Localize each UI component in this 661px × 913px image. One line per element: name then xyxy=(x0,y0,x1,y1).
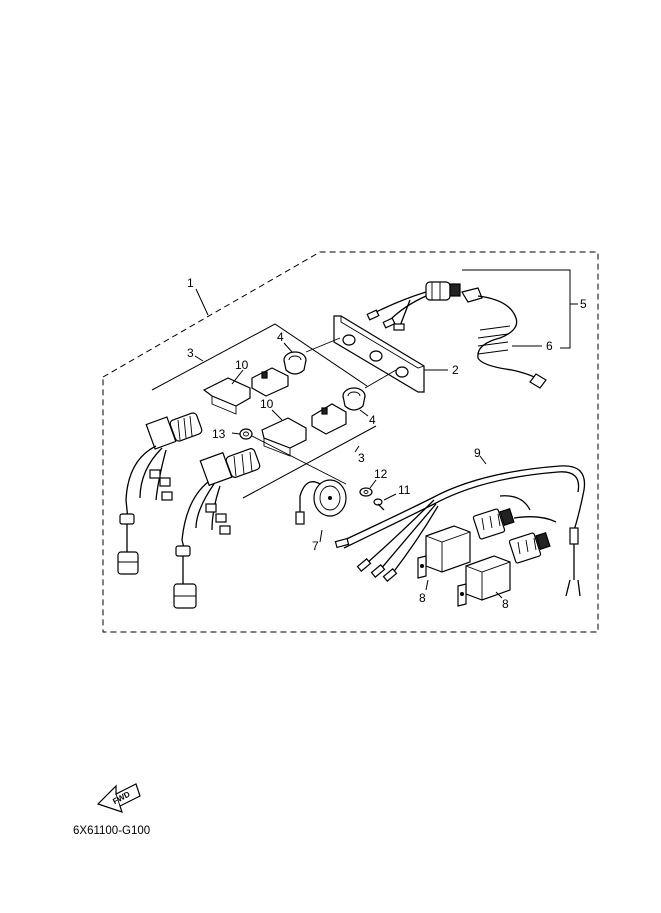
callout-9: 9 xyxy=(474,446,481,460)
nut-axis xyxy=(251,435,347,485)
hole-link-2 xyxy=(364,369,397,389)
leader-10b xyxy=(271,409,283,421)
washer-12 xyxy=(359,487,373,497)
callout-8-upper: 8 xyxy=(419,591,426,605)
harness-connector-a xyxy=(472,508,515,540)
leader-10a xyxy=(231,369,244,385)
relay-lower xyxy=(457,555,511,607)
stop-switch xyxy=(366,281,483,331)
callout-6: 6 xyxy=(546,339,553,353)
leader-11 xyxy=(383,493,397,501)
callout-4-upper: 4 xyxy=(277,330,284,344)
bracket-3-upper xyxy=(151,323,368,391)
fwd-arrow-icon: FWD xyxy=(96,783,141,813)
callout-8-lower: 8 xyxy=(502,597,509,611)
grommet-upper xyxy=(283,351,307,375)
callout-13: 13 xyxy=(212,427,226,441)
bracket-3-lower xyxy=(242,425,377,499)
leader-1 xyxy=(195,288,209,316)
hole-link-1 xyxy=(305,337,341,353)
sensor-7 xyxy=(295,479,347,525)
drawing-code: 6X61100-G100 xyxy=(73,825,150,837)
callout-4-lower: 4 xyxy=(369,413,376,427)
wire-harness xyxy=(334,465,586,597)
leader-4a xyxy=(283,342,293,353)
callout-3-lower: 3 xyxy=(358,451,365,465)
leader-8b xyxy=(495,591,503,599)
callout-11: 11 xyxy=(398,483,411,497)
bracket-5 xyxy=(462,269,571,349)
leader-9 xyxy=(479,455,487,465)
clip-lower xyxy=(261,403,347,457)
switch-upper xyxy=(117,412,203,575)
leader-3a xyxy=(194,355,204,362)
leader-7 xyxy=(319,529,323,543)
callout-10-upper: 10 xyxy=(235,358,249,372)
switch-lower xyxy=(173,448,261,609)
callout-5: 5 xyxy=(580,297,587,311)
leader-3b xyxy=(354,445,360,453)
relay-upper xyxy=(417,525,471,579)
leader-4b xyxy=(359,409,369,417)
callout-10-lower: 10 xyxy=(260,397,274,411)
grommet-lower xyxy=(342,387,366,411)
nut-13 xyxy=(239,428,253,440)
clip-upper xyxy=(202,367,289,415)
leader-8a xyxy=(425,579,429,591)
callout-2: 2 xyxy=(452,363,459,377)
lanyard-cord xyxy=(477,295,547,389)
callout-3-upper: 3 xyxy=(187,346,194,360)
leader-13 xyxy=(231,432,241,435)
callout-1: 1 xyxy=(187,276,194,290)
assembly-boundary xyxy=(102,251,599,633)
leader-12 xyxy=(369,479,377,489)
harness-connector-b xyxy=(508,532,551,564)
callout-7: 7 xyxy=(312,539,319,553)
switch-panel xyxy=(333,315,425,393)
screw-11 xyxy=(373,498,385,511)
callout-12: 12 xyxy=(374,467,388,481)
